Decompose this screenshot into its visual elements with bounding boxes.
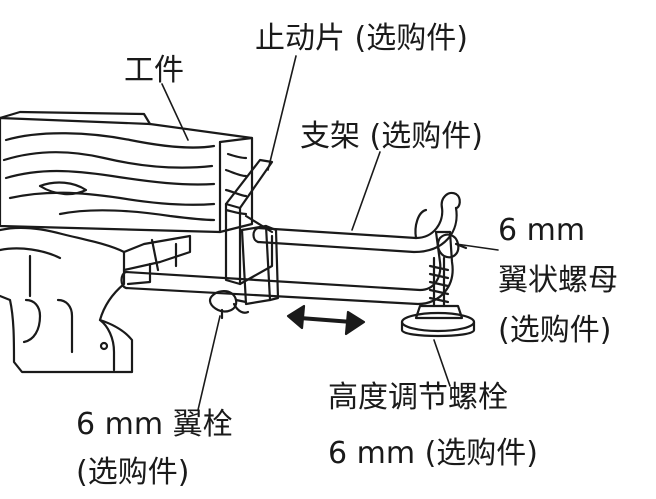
height-adjust-bolt — [400, 256, 476, 338]
stand-rods — [120, 191, 461, 306]
wing-bolt — [208, 290, 250, 320]
clamp-block — [240, 224, 280, 306]
workpiece-label: 工件 — [124, 53, 184, 88]
leader-lines — [161, 55, 499, 411]
workpiece-wood — [0, 110, 254, 234]
stopper-label: 止动片 (选购件) — [255, 21, 468, 56]
double-headed-arrow-icon — [286, 304, 366, 336]
stopper-plate — [224, 158, 274, 286]
wing-nut-size-label: 6 mm — [498, 213, 586, 248]
wing-nut-label: 翼状螺母 — [498, 263, 618, 298]
machine-base — [0, 226, 192, 374]
wing-nut-optional-label: (选购件) — [498, 313, 612, 348]
height-bolt-size-label: 6 mm (选购件) — [328, 436, 539, 471]
wing-bolt-optional-label: (选购件) — [76, 455, 190, 490]
height-bolt-label: 高度调节螺栓 — [328, 380, 508, 415]
stand-label: 支架 (选购件) — [300, 119, 483, 154]
wing-bolt-label: 6 mm 翼栓 — [76, 407, 233, 442]
